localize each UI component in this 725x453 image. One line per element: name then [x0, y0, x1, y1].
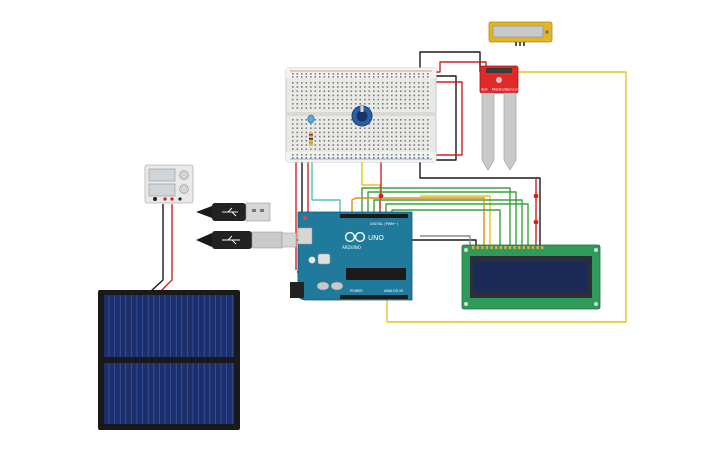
usb-b-cable[interactable]	[196, 231, 297, 249]
potentiometer[interactable]	[351, 105, 373, 127]
board-analog-label: ANALOG IN	[384, 289, 403, 293]
lcd-pin-header	[472, 246, 544, 249]
sensor-label-sensor: Sensor	[506, 88, 519, 92]
wire-black-solar	[149, 204, 164, 293]
lcd-16x2[interactable]	[461, 244, 601, 310]
usb-symbol-icon	[222, 207, 238, 217]
solar-panel[interactable]	[98, 290, 240, 430]
multimeter[interactable]	[144, 164, 194, 204]
board-brand-text: ARDUINO	[342, 245, 361, 250]
board-power-label: POWER	[350, 289, 363, 293]
wire-junctions	[378, 193, 539, 225]
wire-green-lcd-3	[373, 199, 523, 245]
wire-yellow-sensor-loop	[386, 71, 627, 323]
board-digital-label: DIGITAL (PWM~)	[370, 222, 399, 226]
wire-orange-lcd	[351, 197, 485, 245]
wire-black-lcd-gnd	[407, 220, 477, 245]
board-logo-text: UNO	[368, 234, 384, 242]
arduino-uno[interactable]: UNO ARDUINO DIGITAL (PWM~) ANALOG IN POW…	[290, 211, 413, 301]
gas-sensor-module[interactable]	[488, 21, 553, 46]
wire-grey-lcd	[420, 235, 471, 245]
arduino-logo-icon	[344, 231, 366, 243]
wire-yellow-lcd	[420, 195, 491, 245]
wire-red-breadboard-right	[432, 81, 463, 156]
solar-cell-grid	[108, 295, 233, 424]
sensor-label-soil: Soil	[481, 88, 487, 92]
usb-symbol-icon	[222, 235, 240, 245]
wire-red-sensor-vcc	[432, 61, 487, 73]
wire-green-lcd-4	[385, 203, 529, 245]
led-blue[interactable]	[307, 114, 315, 124]
wire-green-lcd-2	[367, 191, 517, 245]
usb-a-cable[interactable]	[196, 202, 271, 222]
soil-moisture-sensor[interactable]: Soil Moisture Sensor	[479, 65, 519, 171]
wire-cyan-led	[311, 128, 341, 215]
sensor-label-moisture: Moisture	[492, 88, 508, 92]
wire-red-solar	[159, 204, 173, 293]
breadboard-holes	[292, 73, 429, 159]
wire-black-breadboard-right	[432, 75, 457, 161]
resistor	[309, 132, 313, 146]
wire-green-lcd-1	[361, 187, 511, 245]
